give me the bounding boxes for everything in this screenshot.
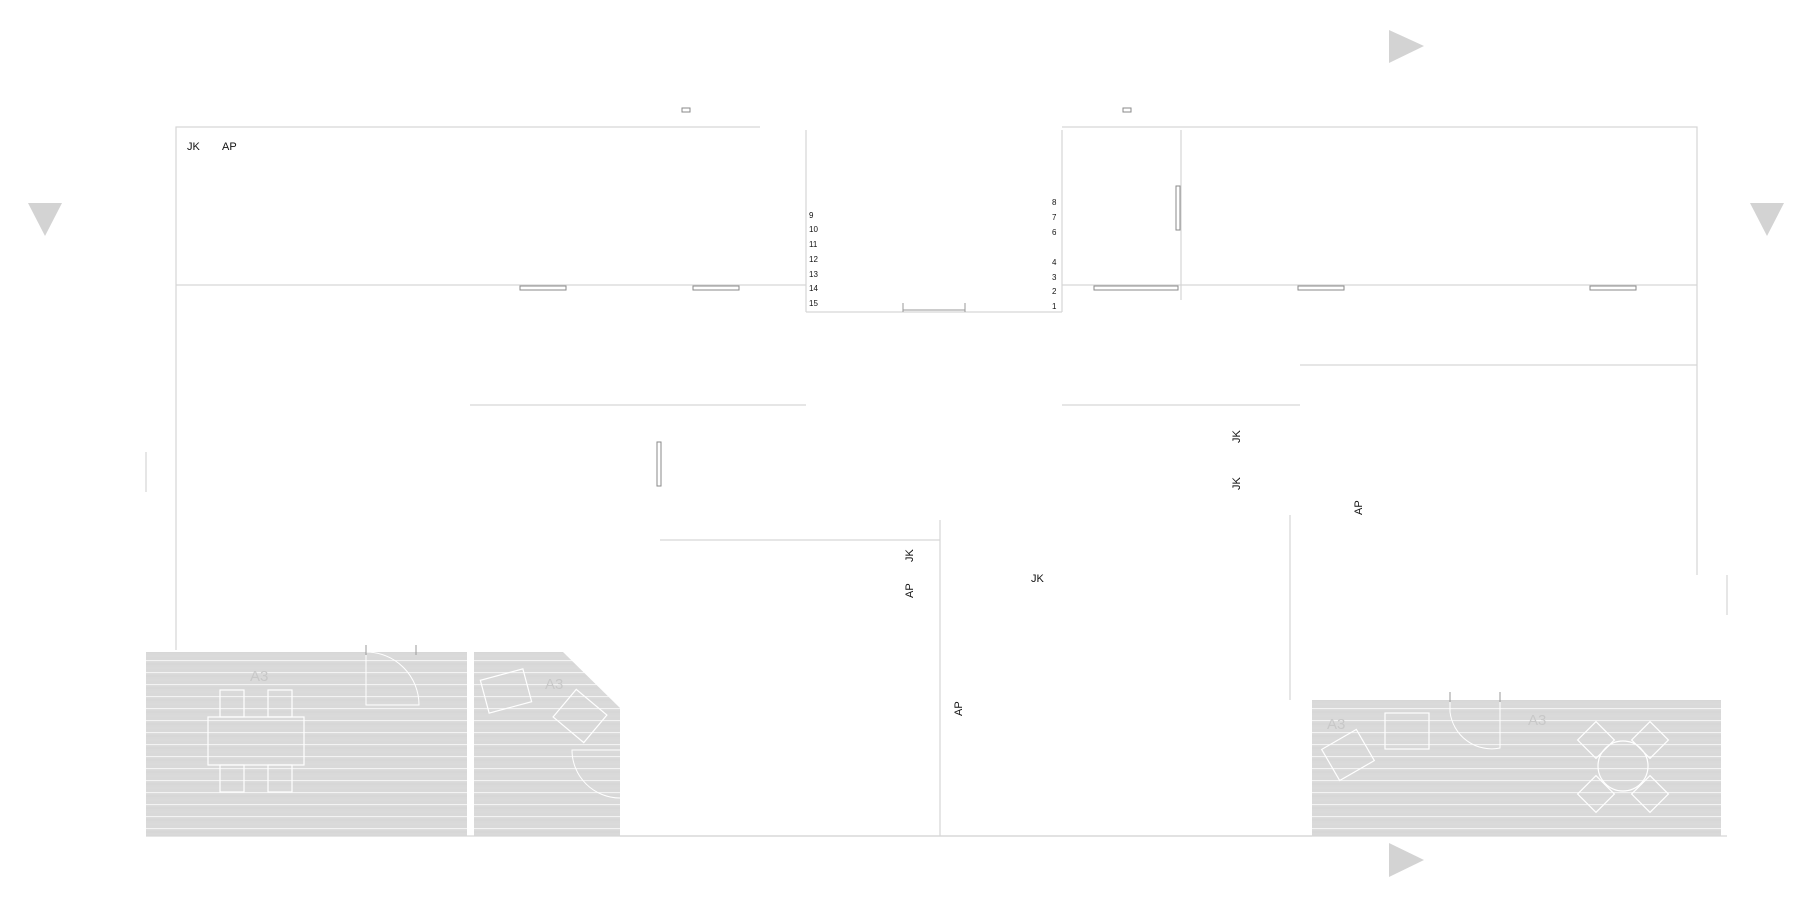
terrace-right: A3 A3	[1312, 692, 1721, 836]
triangle-down-icon	[28, 203, 62, 236]
room-tag: JK	[904, 549, 916, 563]
chair	[219, 764, 245, 793]
armchair	[1384, 712, 1430, 750]
stair-step-number: 10	[809, 225, 818, 234]
armchair	[552, 688, 608, 744]
stair-step-number: 2	[1052, 287, 1057, 296]
chair	[1576, 774, 1616, 814]
chair	[219, 689, 245, 718]
door-swing	[571, 749, 621, 799]
stair-step-number: 11	[809, 240, 818, 249]
room-tag: JK	[1031, 573, 1045, 585]
stair-step-number: 8	[1052, 198, 1057, 207]
stair-step-number: 15	[809, 299, 818, 308]
chair	[1630, 720, 1670, 760]
stair-step-number: 13	[809, 270, 818, 279]
room-tag: AP	[222, 141, 237, 153]
door-swing	[1449, 695, 1501, 750]
terrace-middle: A3	[474, 652, 621, 836]
armchair	[1320, 728, 1376, 782]
round-table	[1597, 740, 1649, 792]
triangle-right-icon	[1389, 843, 1424, 877]
chair	[1630, 774, 1670, 814]
room-tag: JK	[1231, 430, 1243, 444]
stair-step-number: 3	[1052, 273, 1057, 282]
terrace-label: A3	[1327, 716, 1345, 733]
room-tag: JK	[1231, 477, 1243, 491]
stair-step-number: 6	[1052, 228, 1057, 237]
stair-step-number: 14	[809, 284, 818, 293]
door-swing	[365, 651, 420, 706]
terrace-label: A3	[250, 668, 268, 685]
stair-step-number: 1	[1052, 302, 1057, 311]
stair-step-number: 9	[809, 211, 814, 220]
chair	[267, 764, 293, 793]
room-tag: AP	[1353, 500, 1365, 515]
terrace-left: A3	[146, 645, 467, 836]
room-tag: AP	[904, 583, 916, 598]
chair	[1576, 720, 1616, 760]
stair-step-number: 7	[1052, 213, 1057, 222]
triangle-right-icon	[1389, 30, 1424, 63]
interior-walls	[176, 130, 1697, 836]
dining-table	[207, 716, 305, 766]
windows	[519, 107, 1637, 487]
stair-right: 8 7 6 4 3 2 1	[1052, 198, 1057, 311]
room-tag: JK	[187, 141, 201, 153]
stair-step-number: 4	[1052, 258, 1057, 267]
triangle-down-icon	[1750, 203, 1784, 236]
chair	[267, 689, 293, 718]
armchair	[479, 668, 533, 714]
terrace-label: A3	[545, 676, 563, 693]
stair-step-number: 12	[809, 255, 818, 264]
room-tag: AP	[953, 701, 965, 716]
terrace-label: A3	[1528, 712, 1546, 729]
stair-left: 9 10 11 12 13 14 15	[809, 211, 818, 308]
